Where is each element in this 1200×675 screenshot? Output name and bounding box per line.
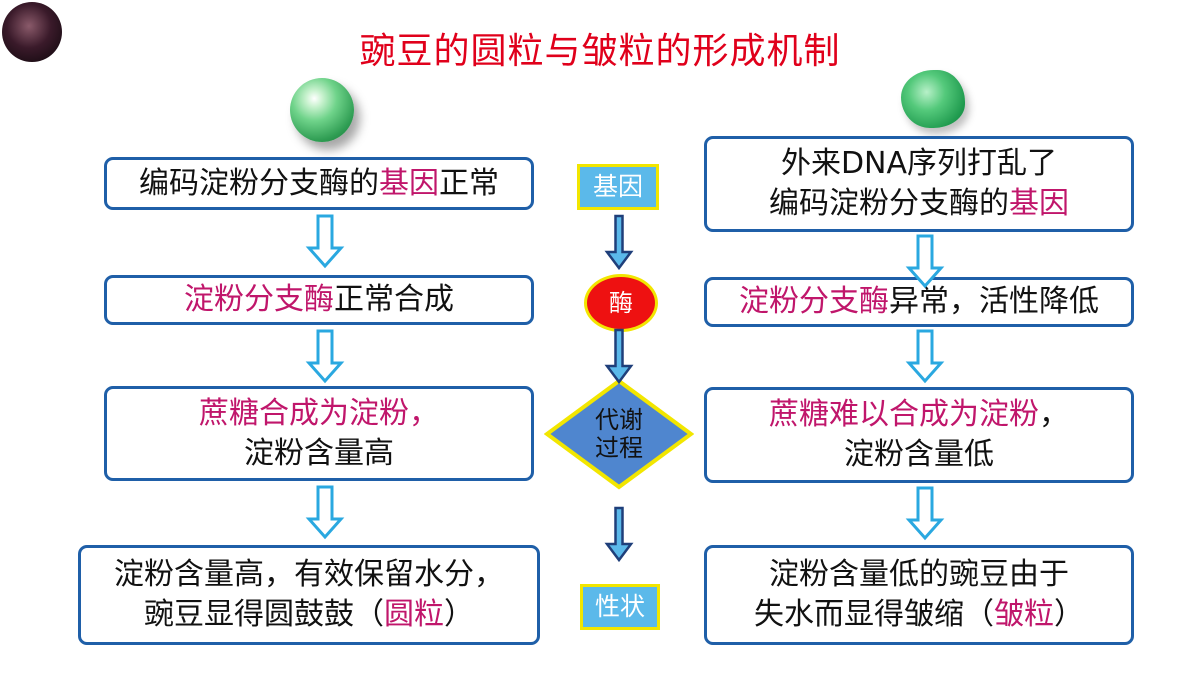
arrow-down-icon [307,485,343,539]
left-box-round-pea-line2: 豌豆显得圆鼓鼓（圆粒） [144,595,474,635]
highlight-text: 基因 [1009,186,1069,221]
arrow-down-icon [307,329,343,383]
highlight-text: 基因 [379,165,439,201]
left-box-round-pea: 淀粉含量高，有效保留水分， 豌豆显得圆鼓鼓（圆粒） [78,545,540,645]
right-box-starch-low-line1: 蔗糖难以合成为淀粉， [769,395,1069,435]
left-box-enzyme-normal-text: 淀粉分支酶正常合成 [184,280,454,320]
arrow-down-icon [907,234,943,288]
arrow-down-icon [605,328,633,384]
round-pea-image [290,78,354,142]
diamond-text: 代谢 过程 [544,378,694,490]
right-box-enzyme-abnormal: 淀粉分支酶异常，活性降低 [704,277,1134,327]
avatar [2,2,62,62]
right-box-wrinkled-pea-line2: 失水而显得皱缩（皱粒） [754,595,1084,635]
text-segment: 编码淀粉分支酶的 [139,165,379,201]
text-segment: 编码淀粉分支酶的 [769,186,1009,221]
left-box-round-pea-line1: 淀粉含量高，有效保留水分， [114,557,504,592]
left-box-starch-high-line1: 蔗糖合成为淀粉， [199,395,439,431]
diamond-line1: 代谢 [595,406,643,434]
highlight-text: 淀粉分支酶 [184,282,334,317]
text-segment: ， [1039,397,1069,432]
text-segment: 豌豆显得圆鼓鼓（ [144,597,384,632]
left-box-gene-normal: 编码淀粉分支酶的基因正常 [104,157,534,210]
highlight-text: 圆粒 [384,597,444,632]
diamond-line2: 过程 [595,434,643,462]
right-box-wrinkled-pea: 淀粉含量低的豌豆由于 失水而显得皱缩（皱粒） [704,545,1134,645]
left-box-starch-high-line2: 淀粉含量高 [244,435,394,471]
text-segment: 正常合成 [334,282,454,317]
arrow-down-icon [307,214,343,268]
wrinkled-pea-image [901,70,965,128]
right-box-wrinkled-pea-line1: 淀粉含量低的豌豆由于 [769,557,1069,592]
text-segment: 失水而显得皱缩（ [754,597,994,632]
left-box-starch-high: 蔗糖合成为淀粉， 淀粉含量高 [104,386,534,481]
center-tag-gene: 基因 [577,164,659,210]
left-box-gene-normal-text: 编码淀粉分支酶的基因正常 [139,164,499,204]
page-title: 豌豆的圆粒与皱粒的形成机制 [359,31,841,72]
text-segment: ） [1054,597,1084,632]
highlight-text: 蔗糖难以合成为淀粉 [769,397,1039,432]
highlight-text: 淀粉分支酶 [739,284,889,319]
text-segment: ） [444,597,474,632]
arrow-down-icon [907,329,943,383]
right-box-starch-low: 蔗糖难以合成为淀粉， 淀粉含量低 [704,387,1134,483]
text-segment: 正常 [439,165,499,201]
center-tag-trait: 性状 [580,584,660,630]
diamond-shape [544,378,694,490]
highlight-text: 皱粒 [994,597,1054,632]
right-box-enzyme-abnormal-text: 淀粉分支酶异常，活性降低 [739,282,1099,322]
right-box-gene-disrupted-line2: 编码淀粉分支酶的基因 [769,184,1069,224]
arrow-down-icon [907,486,943,540]
left-box-enzyme-normal: 淀粉分支酶正常合成 [104,275,534,325]
arrow-down-icon [605,506,633,562]
right-box-gene-disrupted-line1: 外来DNA序列打乱了 [780,146,1058,181]
right-box-starch-low-line2: 淀粉含量低 [844,437,994,472]
text-segment: 异常，活性降低 [889,284,1099,319]
right-box-gene-disrupted: 外来DNA序列打乱了 编码淀粉分支酶的基因 [704,136,1134,232]
center-metabolism-diamond: 代谢 过程 [544,378,694,490]
arrow-down-icon [605,214,633,270]
